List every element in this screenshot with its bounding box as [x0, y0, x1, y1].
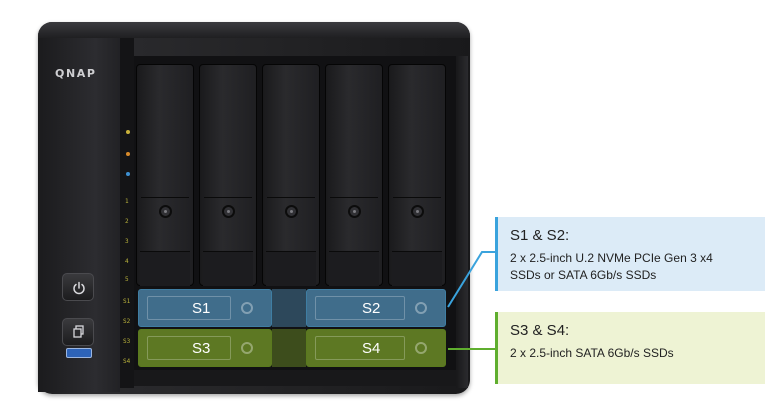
tray-lower-panel [266, 251, 316, 286]
connector-s1-s2 [447, 251, 497, 308]
nas-top-edge [38, 22, 470, 38]
tray-lock-icon[interactable] [222, 205, 235, 218]
callout-s1-s2: S1 & S2: 2 x 2.5-inch U.2 NVMe PCIe Gen … [495, 217, 765, 291]
tray-lower-panel [140, 251, 190, 286]
hdd-tray[interactable] [199, 64, 257, 286]
tray-seam [267, 197, 315, 198]
slot-divider-top [272, 289, 306, 327]
usb-led-icon [126, 172, 130, 176]
led-label-3: 3 [125, 238, 129, 245]
ssd-tray-outline [147, 336, 231, 360]
hdd-tray[interactable] [262, 64, 320, 286]
callout-title: S3 & S4: [510, 322, 570, 339]
ssd-slot-s3[interactable] [138, 329, 272, 367]
tray-lower-panel [203, 251, 253, 286]
ssd-slot-s4[interactable] [306, 329, 446, 367]
callout-line: 2 x 2.5-inch SATA 6Gb/s SSDs [510, 346, 674, 360]
tray-lock-icon[interactable] [285, 205, 298, 218]
chassis-right-rim [456, 56, 468, 388]
tray-seam [204, 197, 252, 198]
callout-line: SSDs or SATA 6Gb/s SSDs [510, 268, 657, 282]
led-label-2: 2 [125, 218, 129, 225]
led-label-s1: S1 [123, 298, 131, 305]
tray-lock-icon[interactable] [411, 205, 424, 218]
slot-label-s1: S1 [192, 300, 211, 317]
chassis-bottom-rail [134, 370, 456, 386]
tray-seam [141, 197, 189, 198]
slot-divider-bottom [272, 329, 306, 367]
led-label-5: 5 [125, 276, 129, 283]
ssd-slot-s1[interactable] [138, 289, 272, 327]
led-label-4: 4 [125, 258, 129, 265]
power-button[interactable] [62, 273, 94, 301]
brand-logo: QNAP [55, 67, 97, 80]
status-led-icon [126, 130, 130, 134]
slot-label-s4: S4 [362, 340, 381, 357]
status-led-column [120, 38, 134, 388]
tray-lock-icon[interactable] [348, 205, 361, 218]
ssd-tray-outline [315, 336, 405, 360]
hdd-tray[interactable] [388, 64, 446, 286]
network-led-icon [126, 152, 130, 156]
tray-lock-icon[interactable] [159, 205, 172, 218]
slot-label-s3: S3 [192, 340, 211, 357]
ssd-latch-icon[interactable] [415, 302, 427, 314]
copy-icon [73, 325, 84, 338]
tray-seam [330, 197, 378, 198]
tray-seam [393, 197, 441, 198]
callout-line: 2 x 2.5-inch U.2 NVMe PCIe Gen 3 x4 [510, 251, 713, 265]
power-icon [73, 281, 85, 295]
led-label-s2: S2 [123, 318, 131, 325]
slot-label-s2: S2 [362, 300, 381, 317]
ssd-latch-icon[interactable] [241, 302, 253, 314]
callout-title: S1 & S2: [510, 227, 570, 244]
hdd-tray[interactable] [136, 64, 194, 286]
one-touch-copy-button[interactable] [62, 318, 94, 346]
ssd-slot-s2[interactable] [306, 289, 446, 327]
ssd-tray-outline [147, 296, 231, 320]
led-label-s4: S4 [123, 358, 131, 365]
tray-lower-panel [392, 251, 442, 286]
ssd-latch-icon[interactable] [415, 342, 427, 354]
hdd-tray[interactable] [325, 64, 383, 286]
led-label-s3: S3 [123, 338, 131, 345]
tray-lower-panel [329, 251, 379, 286]
callout-s3-s4: S3 & S4: 2 x 2.5-inch SATA 6Gb/s SSDs [495, 312, 765, 384]
usb-port-icon[interactable] [66, 348, 92, 358]
led-label-1: 1 [125, 198, 129, 205]
ssd-tray-outline [315, 296, 405, 320]
ssd-latch-icon[interactable] [241, 342, 253, 354]
